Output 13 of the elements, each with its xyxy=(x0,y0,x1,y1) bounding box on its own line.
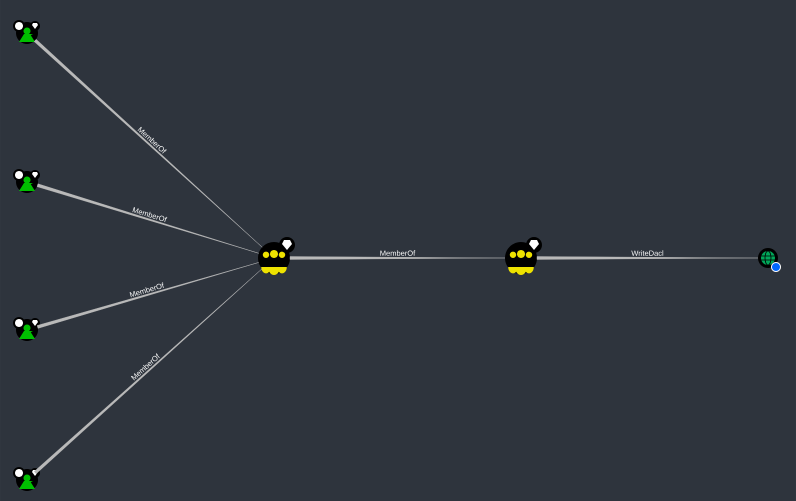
person-icon xyxy=(13,467,40,491)
edge-line xyxy=(536,256,758,260)
group-icon xyxy=(505,237,542,275)
edge-line xyxy=(290,256,506,260)
globe-icon xyxy=(758,248,781,272)
edge-line xyxy=(36,262,259,329)
person-icon xyxy=(13,169,40,193)
edge-line xyxy=(34,268,262,474)
edge-line xyxy=(34,39,262,248)
person-icon xyxy=(13,317,40,341)
edge-line xyxy=(36,184,259,254)
group-icon xyxy=(258,237,295,275)
person-icon xyxy=(13,20,40,44)
